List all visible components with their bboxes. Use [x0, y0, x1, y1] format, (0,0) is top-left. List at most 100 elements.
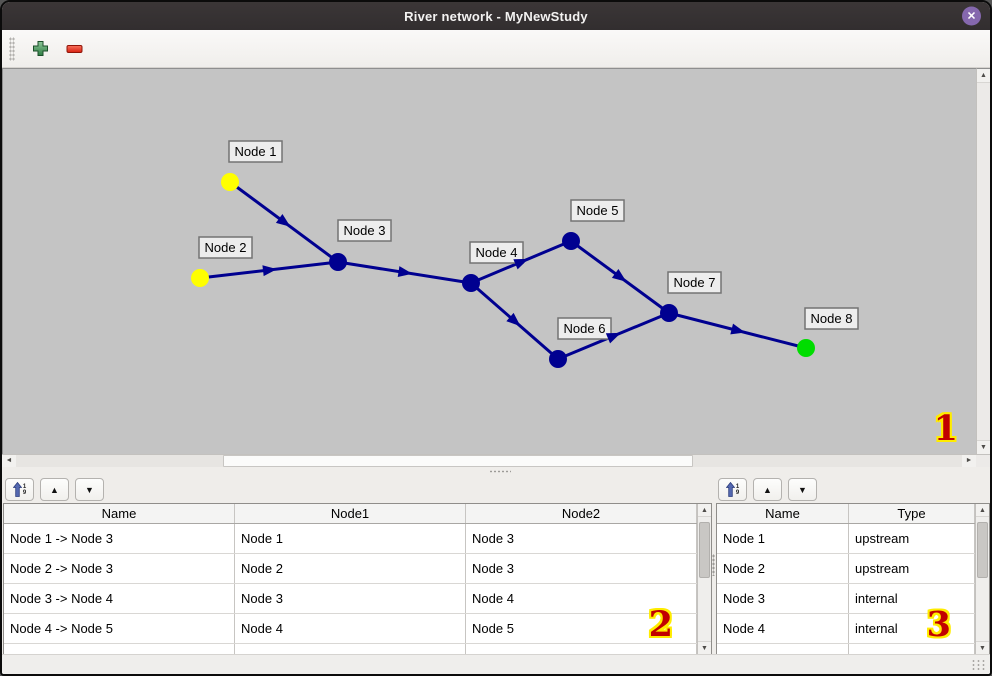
add-button[interactable] [27, 36, 53, 62]
table-cell[interactable] [717, 644, 849, 654]
node-label-box[interactable] [557, 317, 612, 340]
scroll-left-icon[interactable]: ◄ [2, 455, 16, 467]
sort-button[interactable]: 1 9 [5, 478, 34, 501]
table-cell[interactable]: Node 4 [466, 584, 697, 613]
column-header[interactable]: Node2 [466, 504, 697, 523]
scroll-down-icon[interactable]: ▼ [976, 641, 989, 654]
table-cell[interactable] [235, 644, 466, 654]
network-node-n3[interactable] [329, 253, 347, 271]
splitter-handle-icon [712, 554, 715, 576]
move-down-button[interactable]: ▼ [75, 478, 104, 501]
network-node-n5[interactable] [562, 232, 580, 250]
table-cell[interactable]: Node 5 [466, 614, 697, 643]
table-cell[interactable]: Node 3 [235, 584, 466, 613]
table-cell[interactable]: internal [849, 614, 975, 643]
column-header[interactable]: Type [849, 504, 975, 523]
node-label-box[interactable] [804, 307, 859, 330]
horizontal-splitter[interactable] [2, 467, 990, 476]
table-cell[interactable]: Node 2 [717, 554, 849, 583]
table-cell[interactable]: Node 1 -> Node 3 [4, 524, 235, 553]
column-header[interactable]: Name [4, 504, 235, 523]
network-node-n8[interactable] [797, 339, 815, 357]
reaches-table-scrollbar[interactable]: ▲ ▼ [697, 504, 711, 654]
node-label-box[interactable] [228, 140, 283, 163]
column-header[interactable]: Name [717, 504, 849, 523]
node-label-box[interactable] [337, 219, 392, 242]
scroll-up-icon[interactable]: ▲ [977, 69, 990, 83]
network-node-n6[interactable] [549, 350, 567, 368]
node-label: Node 7 [674, 275, 716, 290]
sort-digit-bottom: 9 [735, 489, 740, 496]
network-node-n1[interactable] [221, 173, 239, 191]
resize-grip-icon[interactable] [971, 659, 986, 671]
vertical-splitter[interactable] [712, 476, 715, 654]
network-node-n7[interactable] [660, 304, 678, 322]
edge-arrow-icon [275, 214, 291, 227]
scrollbar-thumb[interactable] [699, 522, 710, 578]
table-cell[interactable]: upstream [849, 554, 975, 583]
node-label-box[interactable] [469, 241, 524, 264]
table-cell[interactable]: upstream [849, 524, 975, 553]
table-cell[interactable]: internal [849, 584, 975, 613]
move-up-button[interactable]: ▲ [753, 478, 782, 501]
node-label: Node 2 [205, 240, 247, 255]
network-node-n4[interactable] [462, 274, 480, 292]
table-cell[interactable]: Node 4 -> Node 5 [4, 614, 235, 643]
column-header[interactable]: Node1 [235, 504, 466, 523]
down-arrow-icon: ▼ [798, 484, 807, 495]
table-cell[interactable]: Node 3 [466, 524, 697, 553]
titlebar[interactable]: River network - MyNewStudy ✕ [2, 2, 990, 30]
table-cell[interactable]: Node 3 -> Node 4 [4, 584, 235, 613]
scroll-up-icon[interactable]: ▲ [976, 504, 989, 517]
edge-arrow-icon [730, 323, 746, 335]
hscroll-thumb[interactable] [223, 455, 693, 467]
move-down-button[interactable]: ▼ [788, 478, 817, 501]
edge-arrow-icon [506, 312, 521, 327]
table-cell[interactable]: Node 1 [235, 524, 466, 553]
table-cell[interactable] [4, 644, 235, 654]
node-label-box[interactable] [667, 271, 722, 294]
scroll-down-icon[interactable]: ▼ [698, 641, 711, 654]
table-cell[interactable] [849, 644, 975, 654]
scroll-down-icon[interactable]: ▼ [977, 440, 990, 454]
close-button[interactable]: ✕ [962, 6, 981, 26]
node-label-box[interactable] [570, 199, 625, 222]
canvas-horizontal-scrollbar[interactable]: ◄ ► [2, 454, 976, 467]
table-cell[interactable]: Node 4 [235, 614, 466, 643]
node-label-box[interactable] [198, 236, 253, 259]
toolbar-drag-handle[interactable] [9, 36, 15, 61]
scroll-right-icon[interactable]: ► [962, 455, 976, 467]
table-cell[interactable]: Node 3 [717, 584, 849, 613]
remove-button[interactable] [61, 36, 87, 62]
scrollbar-thumb[interactable] [977, 522, 988, 578]
move-up-button[interactable]: ▲ [40, 478, 69, 501]
nodes-table-scrollbar[interactable]: ▲ ▼ [975, 504, 989, 654]
minus-icon [66, 44, 82, 53]
sort-button[interactable]: 1 9 [718, 478, 747, 501]
table-cell[interactable]: Node 3 [466, 554, 697, 583]
canvas-vertical-scrollbar[interactable]: ▲ ▼ [976, 68, 990, 454]
table-cell[interactable]: Node 4 [717, 614, 849, 643]
close-icon: ✕ [966, 10, 977, 23]
table-cell[interactable]: Node 2 [235, 554, 466, 583]
scroll-up-icon[interactable]: ▲ [698, 504, 711, 517]
table-row-partial[interactable] [4, 644, 697, 654]
sort-ascending-icon: 1 9 [12, 482, 26, 497]
scrollbar-corner [976, 454, 990, 467]
table-cell[interactable] [466, 644, 697, 654]
table-cell[interactable]: Node 2 -> Node 3 [4, 554, 235, 583]
table-row-partial[interactable] [717, 644, 975, 654]
network-node-n2[interactable] [191, 269, 209, 287]
table-cell[interactable]: Node 1 [717, 524, 849, 553]
